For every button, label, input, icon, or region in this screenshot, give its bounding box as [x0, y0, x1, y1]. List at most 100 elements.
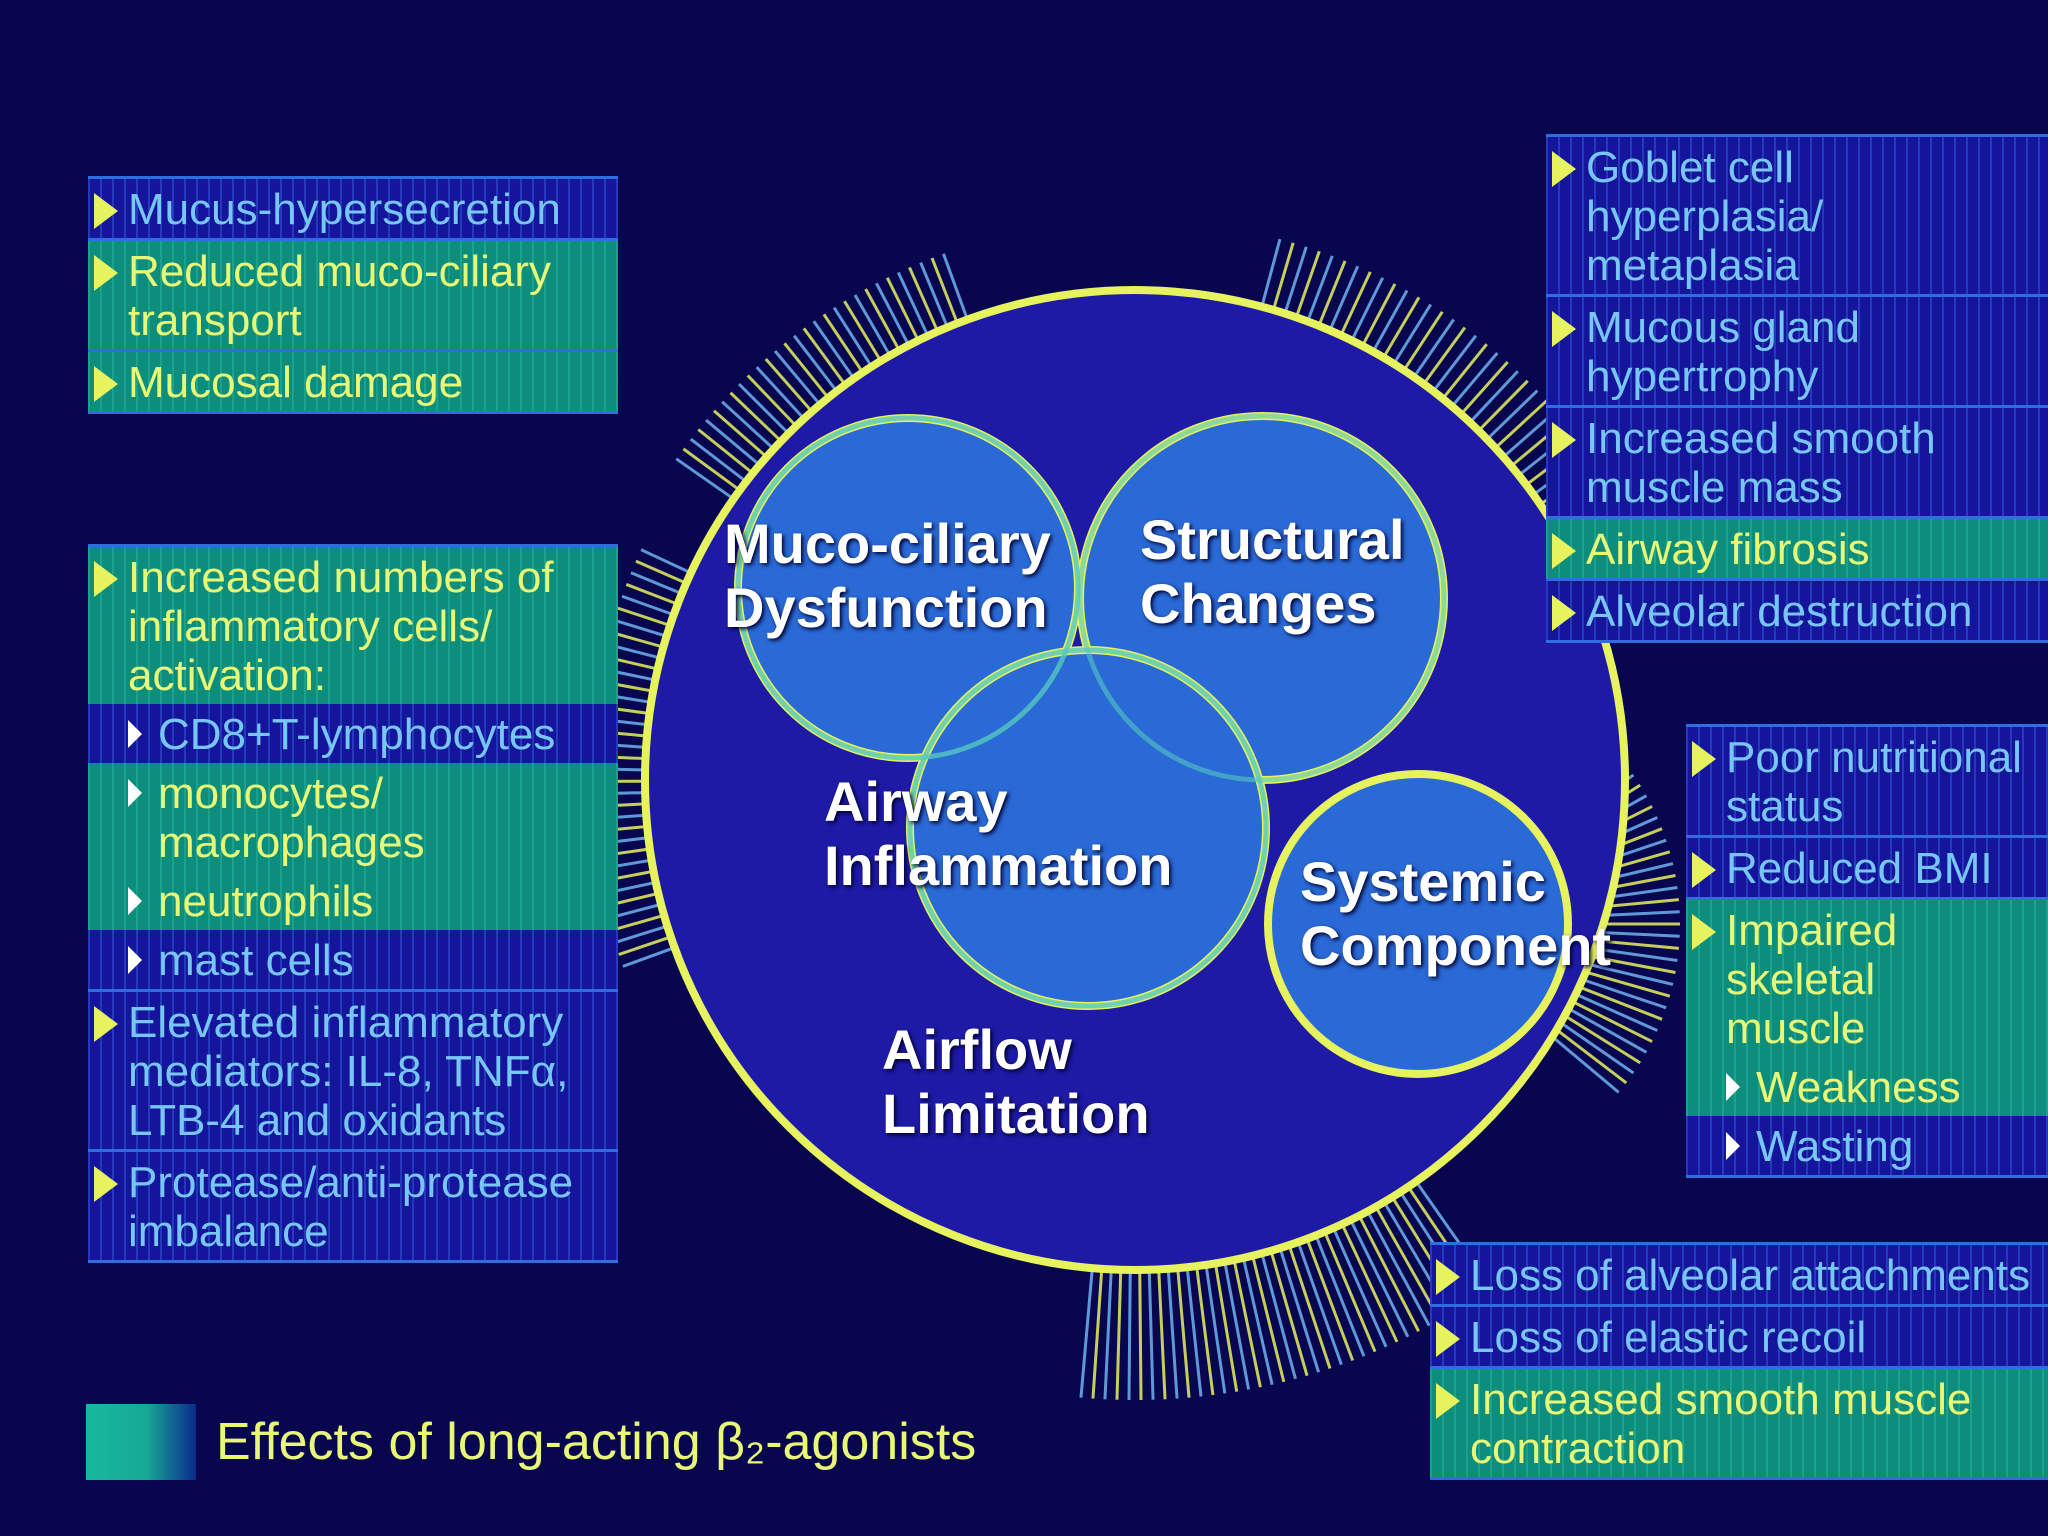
fan-ray — [1278, 1247, 1321, 1373]
triangle-bullet-icon — [94, 1166, 118, 1202]
panel-bottom-rule — [1546, 640, 2048, 643]
list-item-text: Loss of alveolar attachments — [1470, 1251, 2031, 1300]
fan-ray — [1296, 1241, 1343, 1366]
list-item-text: CD8+T-lymphocytes — [158, 710, 556, 759]
panel-bottom-rule — [1430, 1477, 2048, 1480]
triangle-bullet-icon — [94, 193, 118, 229]
fan-ray — [1138, 1269, 1143, 1400]
label-structural: Structural Changes — [1140, 508, 1405, 635]
list-item-text: Alveolar destruction — [1586, 587, 1973, 636]
inflammation-overlap-outline — [907, 647, 1269, 1009]
list-item-text: Reduced muco-ciliary transport — [128, 247, 552, 345]
triangle-bullet-icon — [128, 946, 142, 974]
list-item: Mucosal damage — [88, 349, 618, 411]
triangle-bullet-icon — [1552, 151, 1576, 187]
list-item: Increased numbers of inflammatory cells/… — [88, 544, 618, 704]
fan-ray — [1251, 1255, 1286, 1383]
list-item-text: Mucosal damage — [128, 358, 464, 407]
fan-ray — [1305, 1238, 1355, 1362]
fan-ray — [1366, 1210, 1431, 1327]
list-item-text: Increased smooth muscle mass — [1586, 414, 1936, 512]
fan-ray — [1079, 1268, 1094, 1398]
triangle-bullet-icon — [1436, 1383, 1460, 1419]
panel-bottom-rule — [1686, 1175, 2048, 1178]
triangle-bullet-icon — [128, 887, 142, 915]
fan-ray — [1340, 1223, 1399, 1343]
list-item-text: neutrophils — [158, 877, 374, 926]
label-inflammation: Airway Inflammation — [824, 770, 1173, 897]
panel-inflammation-effects: Increased numbers of inflammatory cells/… — [88, 544, 618, 1263]
list-item-text: Elevated inflammatory mediators: IL-8, T… — [128, 998, 569, 1145]
sub-list-item: mast cells — [88, 930, 618, 989]
fan-ray — [1195, 1265, 1215, 1396]
fan-ray — [1349, 1219, 1410, 1338]
list-item-text: Loss of elastic recoil — [1470, 1313, 1867, 1362]
legend-text: Effects of long-acting β₂-agonists — [216, 1413, 977, 1471]
panel-bottom-rule — [88, 411, 618, 414]
systemic-circle — [1264, 770, 1572, 1078]
list-item: Loss of elastic recoil — [1430, 1304, 2048, 1366]
list-item-text: Mucus-hypersecretion — [128, 185, 561, 234]
list-item: Poor nutritional status — [1686, 724, 2048, 835]
fan-ray — [1166, 1268, 1179, 1399]
label-airflow: Airflow Limitation — [882, 1018, 1150, 1145]
triangle-bullet-icon — [1436, 1321, 1460, 1357]
list-item: Reduced muco-ciliary transport — [88, 238, 618, 349]
legend-swatch — [86, 1404, 196, 1480]
fan-ray — [1115, 1269, 1123, 1400]
triangle-bullet-icon — [1552, 311, 1576, 347]
fan-ray — [1176, 1268, 1191, 1398]
sub-list-item: Wasting — [1686, 1116, 2048, 1175]
fan-ray — [1223, 1261, 1251, 1390]
list-item-text: Weakness — [1756, 1063, 1961, 1112]
list-item: Alveolar destruction — [1546, 578, 2048, 640]
fan-ray — [1204, 1264, 1227, 1394]
triangle-bullet-icon — [128, 720, 142, 748]
fan-ray — [1103, 1269, 1113, 1400]
list-item: Elevated inflammatory mediators: IL-8, T… — [88, 989, 618, 1149]
fan-ray — [1260, 1252, 1297, 1380]
label-systemic: Systemic Component — [1300, 850, 1612, 977]
list-item-text: mast cells — [158, 936, 354, 985]
triangle-bullet-icon — [128, 779, 142, 807]
list-item: Airway fibrosis — [1546, 516, 2048, 578]
triangle-bullet-icon — [1552, 595, 1576, 631]
fan-ray — [1157, 1269, 1167, 1400]
fan-ray — [1241, 1257, 1274, 1385]
triangle-bullet-icon — [94, 561, 118, 597]
triangle-bullet-icon — [1692, 852, 1716, 888]
fan-ray — [1269, 1250, 1309, 1377]
legend: Effects of long-acting β₂-agonists — [86, 1404, 976, 1480]
venn-diagram — [641, 286, 1629, 1274]
fan-ray — [1323, 1231, 1377, 1353]
triangle-bullet-icon — [1726, 1073, 1740, 1101]
label-mucociliary: Muco-ciliary Dysfunction — [724, 512, 1051, 639]
fan-ray — [1147, 1269, 1155, 1400]
triangle-bullet-icon — [1692, 914, 1716, 950]
triangle-bullet-icon — [94, 366, 118, 402]
list-item: Mucus-hypersecretion — [88, 176, 618, 238]
triangle-bullet-icon — [94, 1006, 118, 1042]
fan-ray — [1127, 1269, 1132, 1400]
fan-ray — [1213, 1263, 1239, 1392]
list-item-text: Reduced BMI — [1726, 844, 1993, 893]
fan-ray — [1232, 1259, 1262, 1388]
list-item-text: Increased numbers of inflammatory cells/… — [128, 553, 554, 700]
list-item-text: Goblet cell hyperplasia/ metaplasia — [1586, 143, 1824, 290]
panel-bottom-rule — [88, 1260, 618, 1263]
fan-ray — [1314, 1234, 1366, 1357]
list-item-text: Impaired skeletal muscle — [1726, 906, 1898, 1053]
list-item: Reduced BMI — [1686, 835, 2048, 897]
sub-list-item: monocytes/ macrophages — [88, 763, 618, 871]
fan-ray — [1357, 1215, 1420, 1333]
sub-list-item: Weakness — [1686, 1057, 2048, 1116]
list-item-text: Wasting — [1756, 1122, 1914, 1171]
fan-ray — [1091, 1268, 1104, 1399]
fan-ray — [1287, 1244, 1332, 1370]
list-item: Loss of alveolar attachments — [1430, 1242, 2048, 1304]
fan-ray — [1374, 1205, 1442, 1321]
